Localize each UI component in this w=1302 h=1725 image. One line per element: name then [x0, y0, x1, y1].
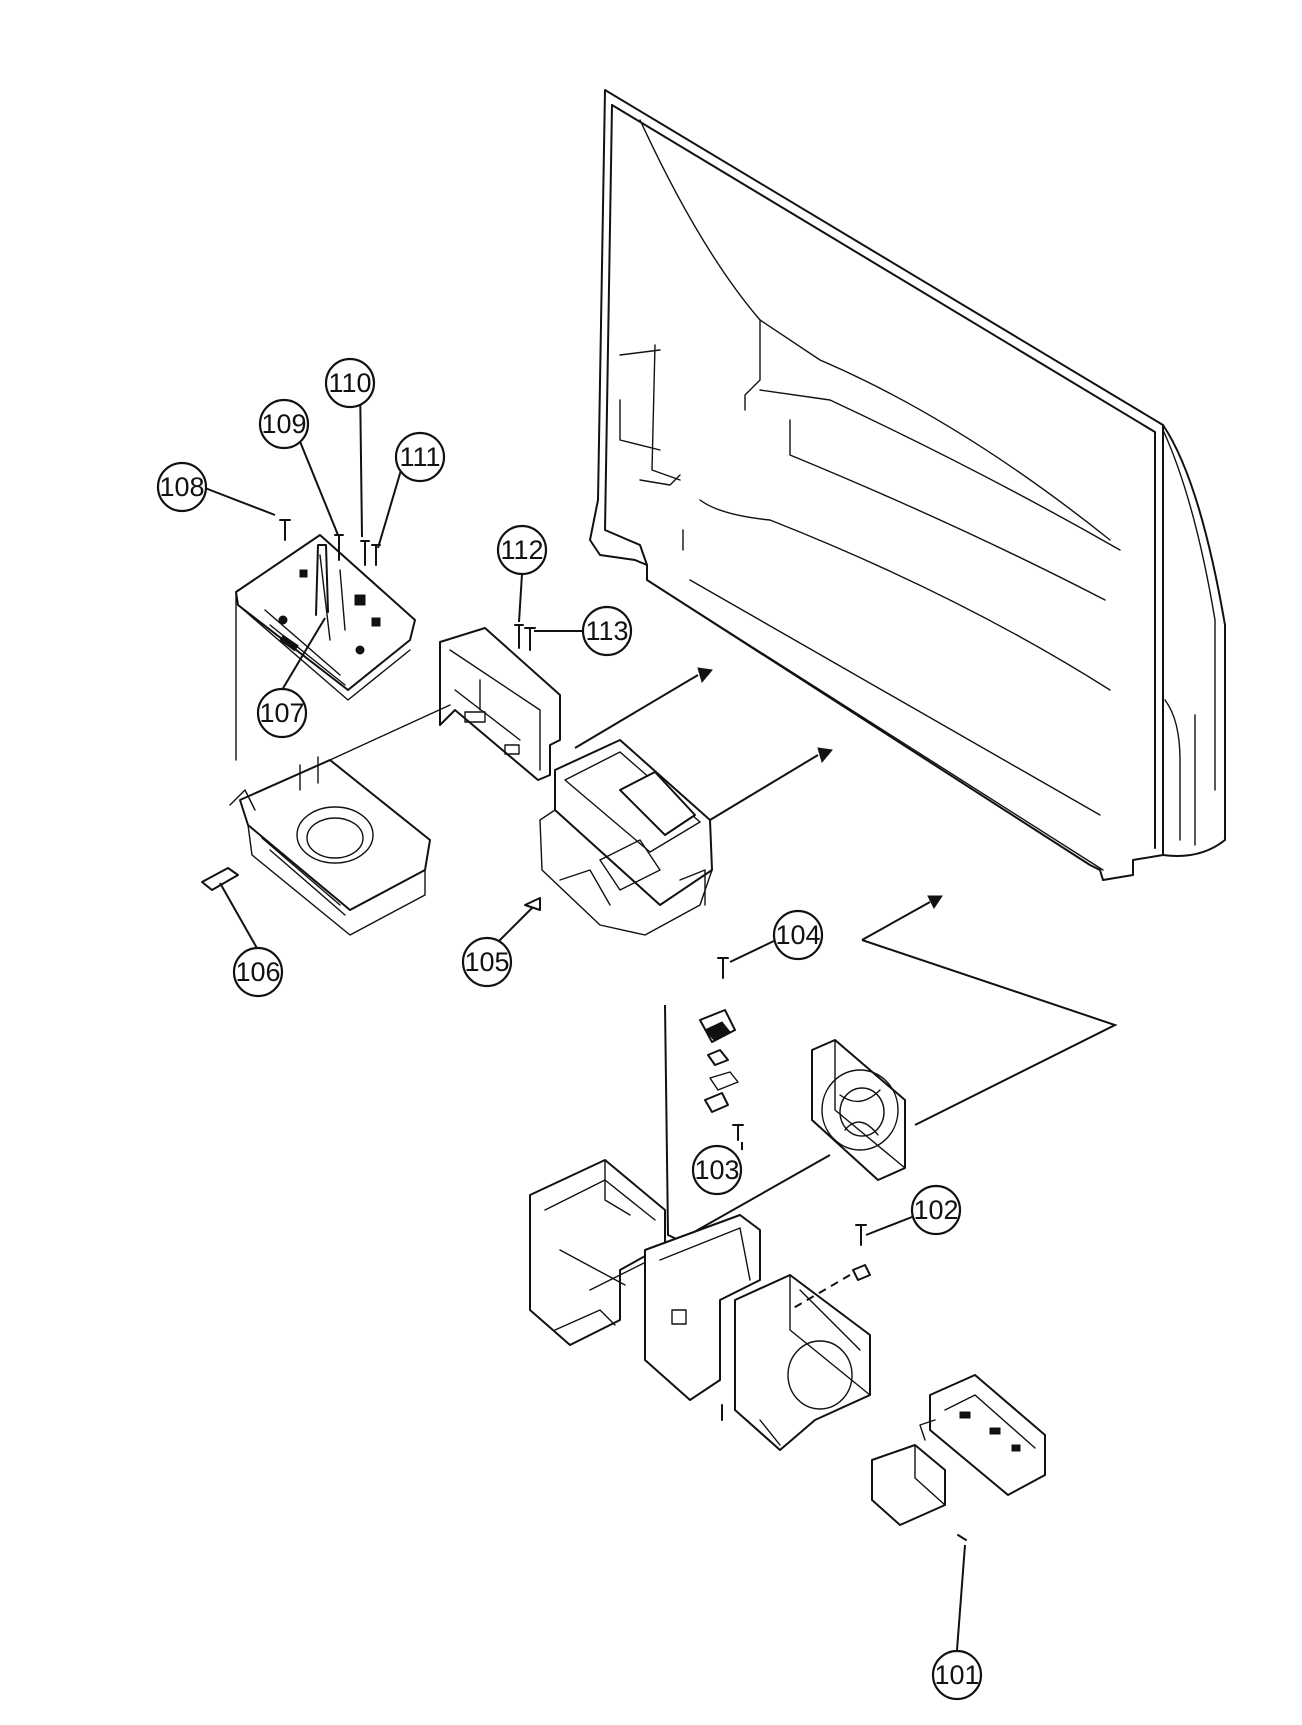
callout-107: 107 — [256, 687, 308, 739]
callout-109-label: 109 — [261, 409, 306, 439]
callout-113-label: 113 — [585, 616, 628, 646]
bottom-small-board — [871, 1444, 967, 1541]
callout-113: 113 — [581, 605, 633, 657]
crt-housing-left — [529, 1159, 666, 1346]
board-bracket — [439, 627, 561, 781]
board-screws — [279, 519, 536, 651]
callout-103-label: 103 — [694, 1155, 739, 1185]
assembly-arrows — [574, 667, 1118, 1251]
callout-102: 102 — [910, 1184, 962, 1236]
chassis-tray — [201, 704, 451, 936]
callout-104: 104 — [772, 909, 824, 961]
callout-103: 103 — [691, 1144, 743, 1196]
callout-108: 108 — [156, 461, 208, 513]
callout-109: 109 — [258, 398, 310, 450]
callout-106-label: 106 — [235, 957, 280, 987]
small-parts-stack — [699, 957, 744, 1141]
lens-holder — [524, 739, 713, 936]
callout-111: 111 — [394, 431, 446, 483]
callout-104-label: 104 — [775, 920, 820, 950]
crt-housing-right — [734, 1274, 871, 1451]
callout-101: 101 — [931, 1649, 983, 1701]
callout-110-label: 110 — [328, 368, 371, 398]
tv-cabinet — [589, 89, 1226, 881]
callout-112: 112 — [496, 524, 548, 576]
callout-111-label: 111 — [399, 442, 440, 472]
callout-107-label: 107 — [259, 698, 304, 728]
callout-102-label: 102 — [913, 1195, 958, 1225]
circuit-board — [235, 534, 416, 761]
bottom-right-board — [919, 1374, 1046, 1496]
callout-110: 110 — [324, 357, 376, 409]
callout-105: 105 — [461, 936, 513, 988]
crt-housing-center — [644, 1214, 761, 1421]
cooling-fan — [811, 1039, 906, 1181]
callout-112-label: 112 — [500, 535, 543, 565]
screw-102-part — [789, 1224, 871, 1311]
callout-101-label: 101 — [934, 1660, 979, 1690]
callout-105-label: 105 — [464, 947, 509, 977]
callout-106: 106 — [232, 946, 284, 998]
callout-108-label: 108 — [159, 472, 204, 502]
